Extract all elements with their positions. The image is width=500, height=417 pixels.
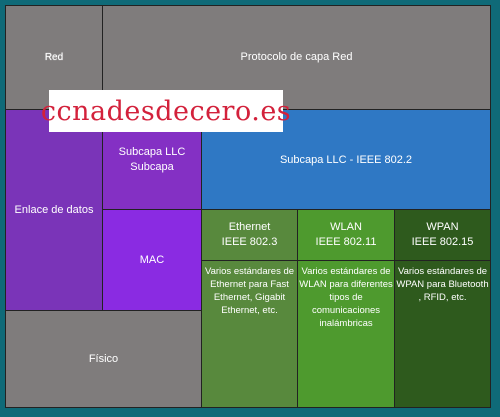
mac-label: MAC <box>139 254 165 266</box>
enlace-label: Enlace de datos <box>14 204 94 216</box>
diagram-frame: Red Protocolo de capa Red Enlace de dato… <box>5 5 491 408</box>
watermark-logo: ccnadesdecero.es <box>41 90 291 132</box>
llc-line1: Subcapa LLC <box>118 145 186 158</box>
ethernet-header: Ethernet IEEE 802.3 <box>201 209 298 261</box>
wlan-name: WLAN <box>330 221 362 233</box>
ethernet-standard: IEEE 802.3 <box>221 236 278 248</box>
watermark-text: ccnadesdecero.es <box>40 95 292 127</box>
red-label: Red <box>44 51 64 63</box>
wpan-name: WPAN <box>426 221 459 233</box>
fisico-label: Físico <box>88 353 119 365</box>
mac-cell: MAC <box>102 209 202 311</box>
llc-line2: Subcapa <box>130 160 174 173</box>
wlan-desc-cell: Varios estándares de WLAN para diferente… <box>297 260 395 408</box>
wpan-description: Varios estándares de WPAN para Bluetooth… <box>396 266 489 303</box>
llc-ieee-cell: Subcapa LLC - IEEE 802.2 <box>201 109 491 210</box>
wpan-header: WPAN IEEE 802.15 <box>394 209 491 261</box>
fisico-cell: Físico <box>5 310 202 408</box>
ethernet-description: Varios estándares de Ethernet para Fast … <box>204 266 295 316</box>
wlan-description: Varios estándares de WLAN para diferente… <box>299 266 393 329</box>
ethernet-name: Ethernet <box>228 221 271 233</box>
ethernet-desc-cell: Varios estándares de Ethernet para Fast … <box>201 260 298 408</box>
wpan-standard: IEEE 802.15 <box>411 236 474 248</box>
wlan-standard: IEEE 802.11 <box>315 236 377 248</box>
llc-ieee-label: Subcapa LLC - IEEE 802.2 <box>279 153 413 166</box>
wlan-header: WLAN IEEE 802.11 <box>297 209 395 261</box>
wpan-desc-cell: Varios estándares de WPAN para Bluetooth… <box>394 260 491 408</box>
protocol-label: Protocolo de capa Red <box>240 51 353 63</box>
enlace-cell: Enlace de datos <box>5 109 103 311</box>
